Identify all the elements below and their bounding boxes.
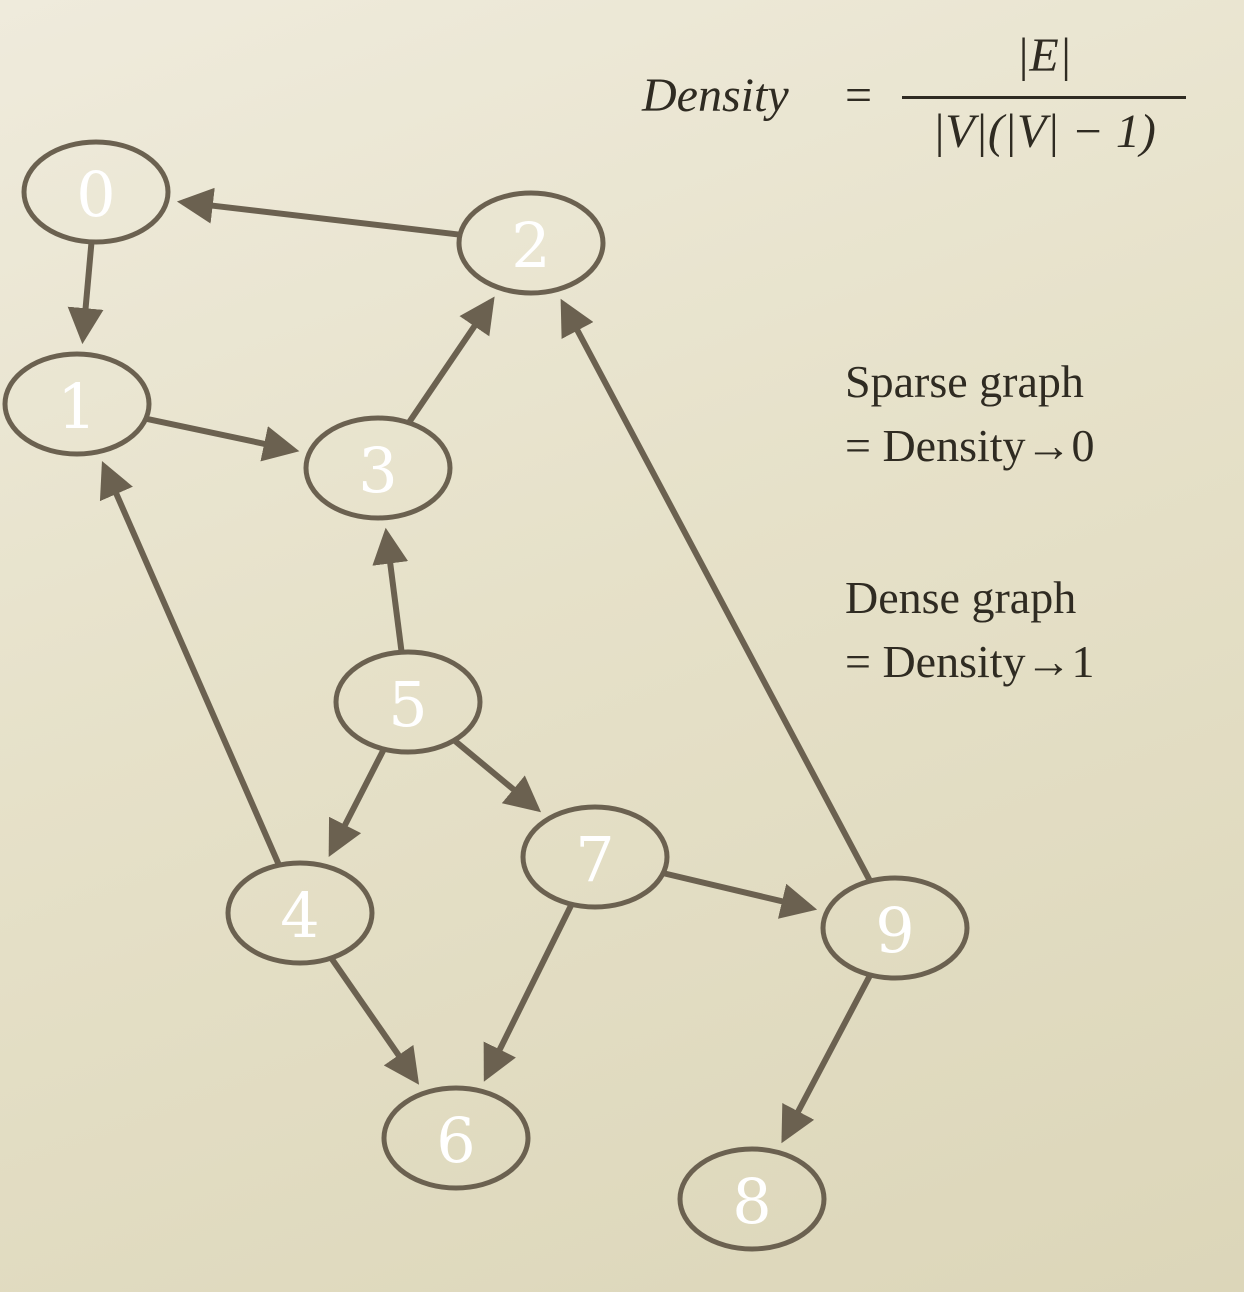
node-3-ellipse [303,415,453,521]
node-0: 0 [21,139,171,245]
node-2-ellipse [456,190,606,296]
node-0-label: 0 [76,158,115,231]
edge-4-to-6 [328,956,420,1085]
node-5-label: 5 [388,668,427,741]
node-7-ellipse [520,804,670,910]
node-2-label: 2 [511,209,550,282]
formula-equals: = [845,69,873,122]
node-4-label: 4 [280,879,319,952]
node-6-ellipse [381,1085,531,1191]
node-8-ellipse [677,1146,827,1252]
graph-nodes: 0 1 2 3 4 5 6 7 8 9 [2,139,970,1252]
sparse-note-value: = Density→0 [845,420,1095,471]
fraction-bar [902,96,1186,99]
sparse-note: Sparse graph = Density→0 [845,350,1095,478]
formula-numerator: |E| [1016,29,1072,82]
node-1-ellipse [2,351,152,457]
edge-2-to-0 [176,187,461,238]
node-5-ellipse [333,649,483,755]
graph-edges [67,187,873,1144]
node-5: 5 [333,649,483,755]
node-4: 4 [225,860,375,966]
node-3-label: 3 [358,434,397,507]
node-7: 7 [520,804,670,910]
node-2: 2 [456,190,606,296]
node-6: 6 [381,1085,531,1191]
edge-5-to-7 [452,738,542,813]
edge-0-to-1 [67,241,104,345]
edge-1-to-3 [145,415,300,462]
edge-9-to-2 [560,298,873,883]
formula-denominator: |V|(|V| − 1) [932,105,1156,158]
node-8: 8 [677,1146,827,1252]
formula-lhs: Density [642,69,789,122]
node-3: 3 [303,415,453,521]
node-1-label: 1 [57,370,96,443]
sparse-note-title: Sparse graph [845,356,1084,407]
node-6-label: 6 [436,1104,475,1177]
node-8-label: 8 [732,1165,771,1238]
node-9-label: 9 [875,894,914,967]
dense-note-value: = Density→1 [845,636,1095,687]
edge-9-to-8 [781,973,873,1144]
node-9: 9 [820,875,970,981]
node-0-ellipse [21,139,171,245]
edge-7-to-9 [662,870,818,919]
node-9-ellipse [820,875,970,981]
density-formula: Density = |E| |V|(|V| − 1) [640,28,1200,178]
edge-5-to-4 [328,747,387,857]
edge-5-to-3 [372,527,409,653]
edge-4-to-1 [99,460,282,867]
edge-7-to-6 [483,902,575,1082]
node-1: 1 [2,351,152,457]
dense-note: Dense graph = Density→1 [845,566,1095,694]
node-4-ellipse [225,860,375,966]
node-7-label: 7 [575,823,614,896]
edge-3-to-2 [406,296,495,425]
dense-note-title: Dense graph [845,572,1077,623]
